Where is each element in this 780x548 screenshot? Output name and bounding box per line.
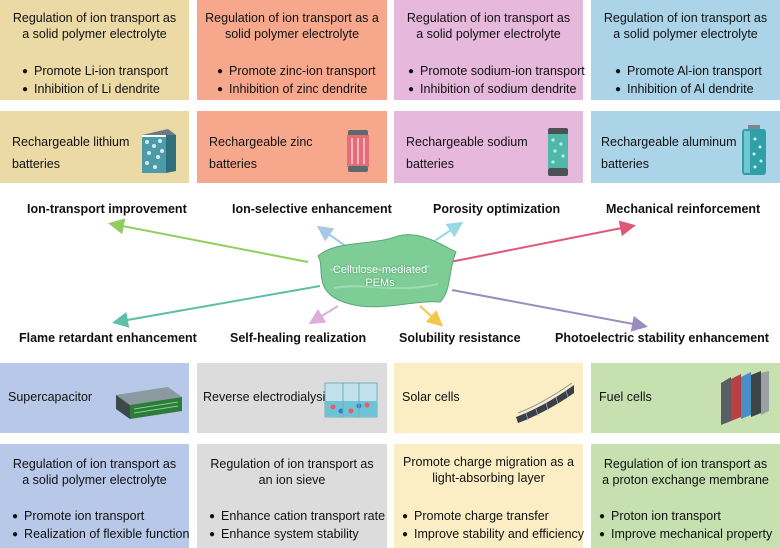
- property-ion-selective: Ion-selective enhancement: [232, 202, 392, 216]
- aluminum-description-panel: Regulation of ion transport as a solid p…: [591, 0, 780, 100]
- bullet: Promote ion transport: [12, 508, 189, 526]
- supercapacitor-panel: Supercapacitor: [0, 363, 189, 433]
- bullet: Improve mechanical property: [599, 526, 772, 544]
- bullet: Promote charge transfer: [402, 508, 584, 526]
- battery-label: Rechargeable zinc: [209, 135, 313, 149]
- battery-label: batteries: [12, 157, 60, 171]
- bullet: Promote Al-ion transport: [615, 63, 762, 81]
- bullet: Promote Li-ion transport: [22, 63, 168, 81]
- membrane-shape: [317, 234, 457, 308]
- solar-description-panel: Promote charge migration as a light-abso…: [394, 444, 584, 548]
- battery-label: Rechargeable sodium: [406, 135, 528, 149]
- zinc-description-panel: Regulation of ion transport as a solid p…: [197, 0, 387, 100]
- panel-title: Regulation of ion transport as a solid p…: [205, 11, 379, 41]
- electrodialysis-icon: [324, 382, 378, 418]
- zinc-battery-panel: Rechargeable zinc batteries: [197, 111, 387, 183]
- application-label: Fuel cells: [599, 390, 652, 404]
- center-line2: PEMs: [365, 277, 395, 289]
- bullet: Inhibition of Al dendrite: [615, 81, 762, 99]
- panel-title: Regulation of ion transport as a solid p…: [603, 11, 768, 41]
- battery-label: batteries: [601, 157, 649, 171]
- aluminum-battery-icon: [742, 125, 766, 175]
- electrodialysis-description-panel: Regulation of ion transport as an ion si…: [197, 444, 387, 548]
- panel-title: Regulation of ion transport as a solid p…: [406, 11, 571, 41]
- property-flame-retardant: Flame retardant enhancement: [19, 331, 197, 345]
- center-label: Cellulose-mediated PEMs: [320, 264, 440, 290]
- property-self-healing: Self-healing realization: [230, 331, 367, 345]
- bullet: Promote sodium-ion transport: [408, 63, 585, 81]
- arrow-mechanical: [449, 220, 636, 263]
- bullet: Proton ion transport: [599, 508, 772, 526]
- sodium-battery-icon: [548, 128, 568, 176]
- application-label: Reverse electrodialysis: [203, 390, 332, 404]
- aluminum-battery-panel: Rechargeable aluminum batteries: [591, 111, 780, 183]
- supercapacitor-icon: [116, 387, 182, 419]
- bullet: Inhibition of sodium dendrite: [408, 81, 585, 99]
- battery-label: Rechargeable aluminum: [601, 135, 737, 149]
- arrow-self-healing: [308, 305, 339, 325]
- fuel-cell-description-panel: Regulation of ion transport as a proton …: [591, 444, 780, 548]
- panel-title: Regulation of ion transport as a solid p…: [12, 457, 177, 487]
- electrodialysis-panel: Reverse electrodialysis: [197, 363, 387, 433]
- battery-label: Rechargeable lithium: [12, 135, 130, 149]
- lithium-battery-panel: Rechargeable lithium batteries: [0, 111, 189, 183]
- bullet: Realization of flexible function: [12, 526, 189, 544]
- battery-label: batteries: [209, 157, 257, 171]
- panel-title: Regulation of ion transport as a solid p…: [12, 11, 177, 41]
- bullet: Enhance system stability: [209, 526, 385, 544]
- arrow-flame: [112, 285, 321, 328]
- panel-title: Promote charge migration as a light-abso…: [403, 455, 574, 485]
- bullet: Inhibition of zinc dendrite: [217, 81, 376, 99]
- solar-cells-panel: Solar cells: [394, 363, 583, 433]
- lithium-battery-icon: [142, 129, 176, 173]
- supercapacitor-description-panel: Regulation of ion transport as a solid p…: [0, 444, 189, 548]
- sodium-description-panel: Regulation of ion transport as a solid p…: [394, 0, 585, 100]
- arrow-porosity: [429, 221, 464, 245]
- arrow-ion-transport: [108, 218, 309, 263]
- property-mechanical: Mechanical reinforcement: [606, 202, 761, 216]
- arrow-solubility: [419, 305, 443, 327]
- panel-title: Regulation of ion transport as an ion si…: [210, 457, 374, 487]
- application-label: Solar cells: [402, 390, 460, 404]
- property-solubility: Solubility resistance: [399, 331, 521, 345]
- application-label: Supercapacitor: [8, 390, 93, 404]
- panel-title: Regulation of ion transport as a proton …: [602, 457, 769, 487]
- bullet: Inhibition of Li dendrite: [22, 81, 168, 99]
- property-photoelectric: Photoelectric stability enhancement: [555, 331, 769, 345]
- sodium-battery-panel: Rechargeable sodium batteries: [394, 111, 583, 183]
- center-line1: Cellulose-mediated: [332, 264, 428, 276]
- property-ion-transport: Ion-transport improvement: [27, 202, 187, 216]
- arrow-photoelectric: [451, 289, 648, 332]
- solar-panel-icon: [516, 383, 574, 423]
- membrane-fold: [329, 265, 439, 290]
- lithium-description-panel: Regulation of ion transport as a solid p…: [0, 0, 189, 100]
- battery-label: batteries: [406, 157, 454, 171]
- bullet: Improve stability and efficiency: [402, 526, 584, 544]
- zinc-battery-icon: [347, 130, 369, 172]
- bullet: Enhance cation transport rate: [209, 508, 385, 526]
- bullet: Promote zinc-ion transport: [217, 63, 376, 81]
- fuel-cell-icon: [721, 371, 769, 425]
- fuel-cells-panel: Fuel cells: [591, 363, 780, 433]
- property-porosity: Porosity optimization: [433, 202, 561, 216]
